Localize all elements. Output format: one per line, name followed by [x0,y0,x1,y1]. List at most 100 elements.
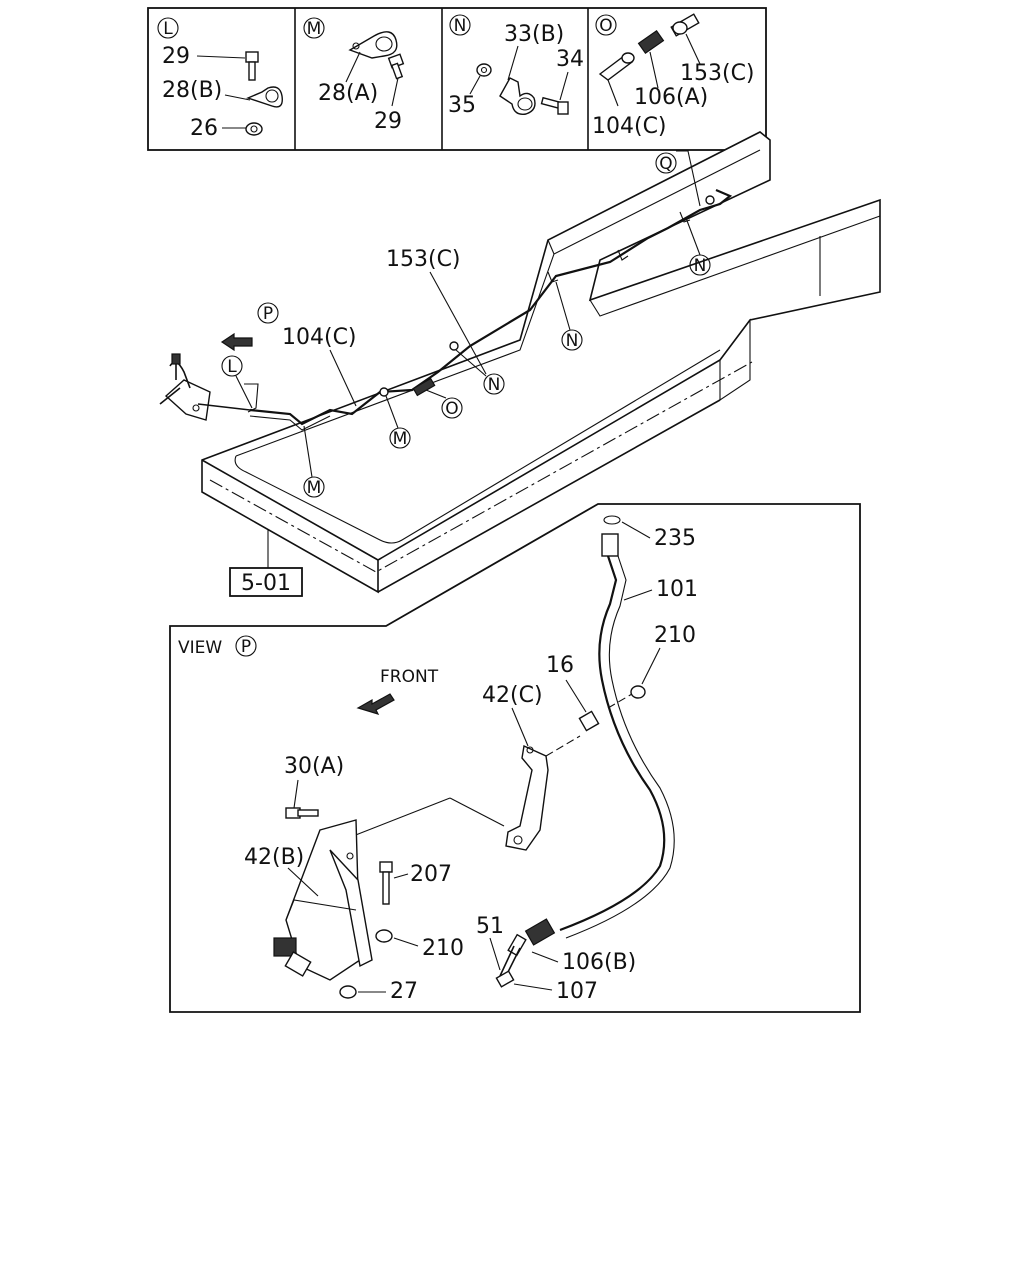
leader-line [513,983,553,991]
panel-id: L [163,19,173,39]
reference-label: 5-01 [241,571,291,596]
connector-hose [197,403,251,411]
connector [171,353,181,365]
arrow-left-icon [220,332,253,352]
alignment-line [545,735,581,757]
leader-line [531,951,559,963]
connector [273,937,297,957]
frame-inner-edge [234,349,721,544]
callout-circle [449,14,471,36]
part-label: 106(A) [634,85,708,110]
leader-line [393,873,409,879]
bracket [244,383,259,413]
view-title-callout: P [241,637,251,657]
connector [284,951,312,977]
leader-line [303,425,313,478]
leader-line [565,679,587,713]
part-label: 106(B) [562,950,636,975]
bolt-207 [379,861,393,873]
callout-circle [483,373,505,395]
part-label: 107 [556,979,598,1004]
front-arrow-icon [356,693,395,715]
pipe-clip [449,341,459,351]
part-label: 42(B) [244,845,304,870]
bracket [505,744,549,851]
fuel-hose-line [565,555,675,939]
bolt-icon [245,51,259,81]
leader-line [329,349,357,407]
leader-line [391,77,399,107]
bracket-42b [273,807,393,999]
callout-text: N [694,256,707,276]
callout-text: N [488,375,501,395]
callout-circle [441,397,463,419]
callout-m: M [303,425,325,498]
fitting-16 [578,710,600,732]
callout-text: P [263,304,273,324]
hose-fitting-icon [598,13,700,81]
leader-line [429,271,487,375]
leader-line [293,779,299,809]
part-label: 42(C) [482,683,543,708]
part-label: 104(C) [592,114,667,139]
callout-n: N [555,281,583,351]
leader-line [507,45,519,81]
bolt-hole [346,852,354,860]
nut [339,985,357,999]
front-label: FRONT [380,667,439,687]
nut [630,685,646,699]
bracket-gusset [329,849,373,968]
panel-id: N [454,16,467,36]
leader-line [641,647,661,685]
part-label: 153(C) [680,61,755,86]
leader-line [287,867,319,897]
detail-panels-frame [147,7,767,151]
reference-box [229,567,303,597]
bolt [192,404,200,412]
leader-line [685,217,701,256]
clip [495,970,515,988]
callout-l: L [221,355,253,409]
leader-line [196,55,246,59]
bolt-hole [513,835,523,845]
bracket-42c [347,685,646,851]
leader-line [385,395,399,429]
pipe-bracket [547,271,559,283]
leader-line [455,349,487,377]
part-label: 104(C) [282,325,357,350]
hose-fitting [601,533,619,557]
bolt-30a [297,809,319,817]
detail-panels: L 29 28(B) 26 M [147,7,767,151]
callout-text: Q [659,154,672,174]
detail-panel-n: N 33(B) 34 35 [448,14,584,118]
part-label: 51 [476,914,504,939]
clip-icon [348,31,398,59]
callout-text: M [393,429,408,449]
frame-rail-outer [201,131,881,594]
detail-panel-o: O 106(A) 153(C) 104(C) [592,13,755,139]
callout-text: M [307,478,322,498]
callout-m: M [385,395,411,449]
leader-line [469,75,481,95]
part-label: 26 [190,116,218,141]
part-label: 153(C) [386,247,461,272]
part-label: 33(B) [504,22,564,47]
hose-fitting [524,918,556,946]
fuel-pipe [249,188,733,431]
callout-circle [561,329,583,351]
leader-line [425,389,447,399]
pipe-bracket [679,211,691,223]
part-label: 210 [422,936,464,961]
part-label: 29 [374,109,402,134]
callout-n: N [455,349,505,395]
nut-icon [245,122,263,136]
bolt-icon [387,53,405,80]
callout-circle [303,17,325,39]
callout-circle [257,302,279,324]
callout-circle [235,635,257,657]
callout-circle [389,427,411,449]
leader-line [676,150,701,207]
panel-id: O [599,16,612,36]
part-label: 101 [656,577,698,602]
